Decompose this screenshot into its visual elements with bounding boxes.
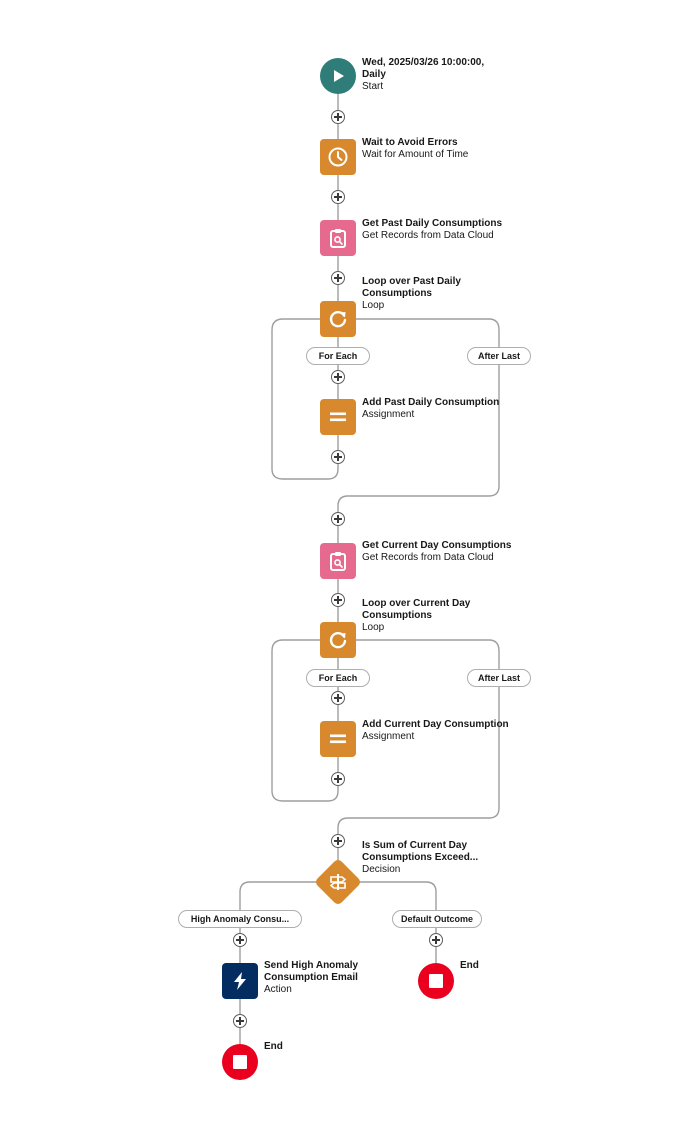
loop-current-label: Loop over Current Day Consumptions Loop	[362, 598, 470, 634]
start-node-label: Wed, 2025/03/26 10:00:00, Daily Start	[362, 57, 484, 93]
add-current-title: Add Current Day Consumption	[362, 719, 509, 730]
add-element-button[interactable]	[331, 190, 345, 204]
add-current-subtitle: Assignment	[362, 731, 415, 742]
add-current-consumption-node[interactable]	[320, 721, 356, 757]
equals-icon	[330, 734, 346, 744]
start-title: Wed, 2025/03/26 10:00:00,	[362, 57, 485, 68]
get-current-consumptions-node[interactable]	[320, 543, 356, 579]
add-element-button[interactable]	[331, 691, 345, 705]
loop-icon	[329, 632, 347, 649]
decision-title-line2: Consumptions Exceed...	[362, 852, 479, 863]
add-element-button[interactable]	[233, 1014, 247, 1028]
branch-high-anomaly[interactable]: High Anomaly Consu...	[178, 910, 302, 928]
branch-for-each[interactable]: For Each	[306, 347, 370, 365]
add-element-button[interactable]	[331, 370, 345, 384]
send-email-action-node[interactable]	[222, 963, 258, 999]
get-past-label: Get Past Daily Consumptions Get Records …	[362, 218, 502, 242]
wait-node-label: Wait to Avoid Errors Wait for Amount of …	[362, 137, 468, 161]
add-past-title: Add Past Daily Consumption	[362, 397, 500, 408]
wait-node[interactable]	[320, 139, 356, 175]
add-past-label: Add Past Daily Consumption Assignment	[362, 397, 499, 421]
add-element-button[interactable]	[331, 834, 345, 848]
decision-icon	[329, 874, 347, 890]
add-past-consumption-node[interactable]	[320, 399, 356, 435]
stop-icon	[429, 974, 443, 988]
add-element-button[interactable]	[331, 772, 345, 786]
clock-icon	[328, 147, 348, 167]
loop-past-label: Loop over Past Daily Consumptions Loop	[362, 276, 461, 312]
add-past-subtitle: Assignment	[362, 409, 415, 420]
loop-past-title-line2: Consumptions	[362, 288, 432, 299]
start-node[interactable]	[320, 58, 356, 94]
lightning-icon	[234, 972, 246, 990]
start-title-line2: Daily	[362, 69, 386, 80]
wait-title: Wait to Avoid Errors	[362, 137, 458, 148]
start-subtitle: Start	[362, 81, 384, 92]
loop-icon	[329, 311, 347, 328]
branch-after-last[interactable]: After Last	[467, 669, 531, 687]
get-past-title: Get Past Daily Consumptions	[362, 218, 503, 229]
add-element-button[interactable]	[331, 110, 345, 124]
end-node-high-anomaly[interactable]	[222, 1044, 258, 1080]
decision-node[interactable]	[313, 857, 363, 907]
get-current-title: Get Current Day Consumptions	[362, 540, 512, 551]
end-default-title: End	[460, 960, 479, 971]
loop-past-node[interactable]	[320, 301, 356, 337]
add-element-button[interactable]	[331, 593, 345, 607]
clipboard-search-icon	[330, 229, 346, 248]
end-high-label: End	[264, 1041, 283, 1053]
add-element-button[interactable]	[331, 512, 345, 526]
loop-past-title: Loop over Past Daily	[362, 276, 461, 287]
loop-current-title-line2: Consumptions	[362, 610, 432, 621]
send-email-title: Send High Anomaly	[264, 960, 359, 971]
add-element-button[interactable]	[233, 933, 247, 947]
stop-icon	[233, 1055, 247, 1069]
loop-current-title: Loop over Current Day	[362, 598, 471, 609]
loop-current-node[interactable]	[320, 622, 356, 658]
add-element-button[interactable]	[331, 450, 345, 464]
get-past-consumptions-node[interactable]	[320, 220, 356, 256]
get-current-subtitle: Get Records from Data Cloud	[362, 552, 494, 563]
end-node-default[interactable]	[418, 963, 454, 999]
decision-subtitle: Decision	[362, 864, 401, 875]
add-element-button[interactable]	[331, 271, 345, 285]
get-past-subtitle: Get Records from Data Cloud	[362, 230, 494, 241]
end-default-label: End	[460, 960, 479, 972]
branch-default-outcome[interactable]: Default Outcome	[392, 910, 482, 928]
clipboard-search-icon	[330, 552, 346, 571]
end-high-title: End	[264, 1041, 283, 1052]
branch-after-last[interactable]: After Last	[467, 347, 531, 365]
decision-label: Is Sum of Current Day Consumptions Excee…	[362, 840, 478, 876]
send-email-title-line2: Consumption Email	[264, 972, 358, 983]
add-current-label: Add Current Day Consumption Assignment	[362, 719, 509, 743]
equals-icon	[330, 412, 346, 422]
add-element-button[interactable]	[429, 933, 443, 947]
send-email-label: Send High Anomaly Consumption Email Acti…	[264, 960, 358, 996]
decision-title: Is Sum of Current Day	[362, 840, 468, 851]
loop-past-subtitle: Loop	[362, 300, 385, 311]
loop-current-subtitle: Loop	[362, 622, 385, 633]
play-icon	[334, 70, 344, 82]
get-current-label: Get Current Day Consumptions Get Records…	[362, 540, 511, 564]
wait-subtitle: Wait for Amount of Time	[362, 149, 469, 160]
branch-for-each[interactable]: For Each	[306, 669, 370, 687]
send-email-subtitle: Action	[264, 984, 292, 995]
